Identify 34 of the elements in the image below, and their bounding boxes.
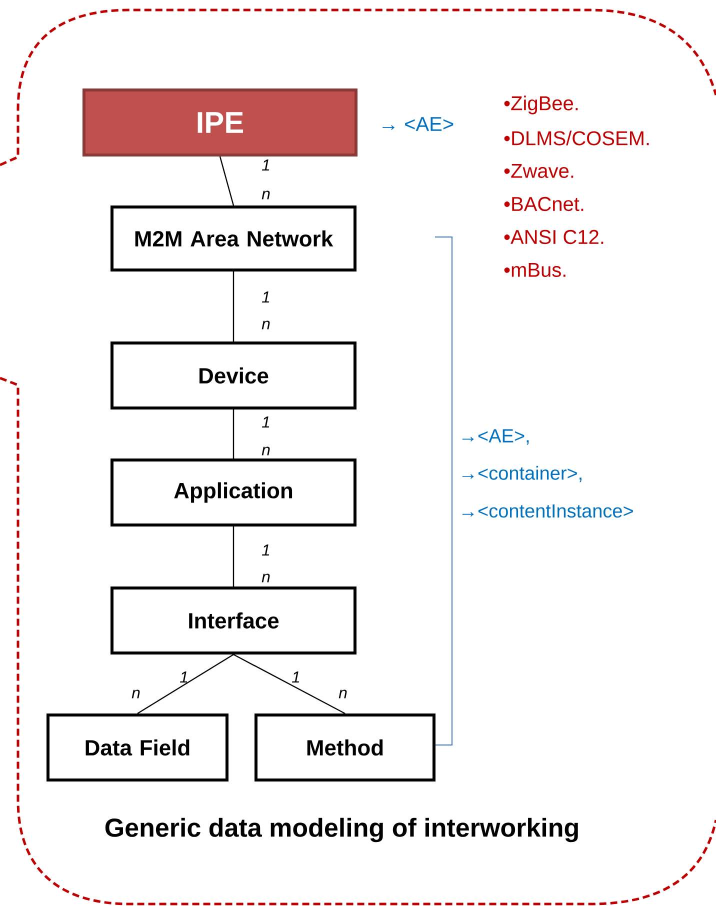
multiplicity-label: n: [262, 446, 270, 456]
multiplicity-label: n: [338, 690, 347, 698]
list-item: •ZigBee.: [504, 96, 578, 114]
multiplicity-label: 1: [262, 292, 270, 302]
mapping-label: → <AE>: [382, 117, 454, 131]
multiplicity-label: n: [262, 190, 270, 200]
mapping-label: →<contentInstance>: [462, 504, 633, 518]
entity-box: Application: [110, 458, 356, 526]
entity-box: Interface: [110, 586, 356, 654]
connector-line: [233, 654, 346, 714]
mapping-label: →<container>,: [462, 466, 582, 482]
multiplicity-label: 1: [262, 544, 270, 556]
list-item: •mBus.: [504, 263, 566, 277]
multiplicity-label: 1: [262, 160, 270, 170]
entity-box: Device: [110, 342, 356, 410]
multiplicity-label: 1: [292, 672, 300, 683]
list-item: •BACnet.: [504, 196, 584, 212]
connector-line: [232, 410, 234, 458]
entity-box: M2M Area Network: [110, 206, 356, 272]
multiplicity-label: 1: [262, 416, 270, 428]
multiplicity-label: 1: [180, 672, 188, 683]
list-item: •Zwave.: [504, 164, 574, 178]
entity-box: Method: [254, 714, 436, 782]
caption: Generic data modeling of interworking: [105, 818, 578, 842]
entity-box: Data Field: [46, 714, 228, 782]
connector-line: [219, 156, 234, 206]
mapping-label: →<AE>,: [462, 429, 529, 445]
connector-line: [232, 526, 234, 586]
connector-line: [137, 654, 234, 714]
list-item: •DLMS/COSEM.: [504, 130, 649, 146]
multiplicity-label: n: [132, 690, 140, 698]
header-box: IPE: [82, 88, 358, 156]
connector-line: [232, 272, 234, 342]
list-item: •ANSI C12.: [504, 230, 604, 244]
